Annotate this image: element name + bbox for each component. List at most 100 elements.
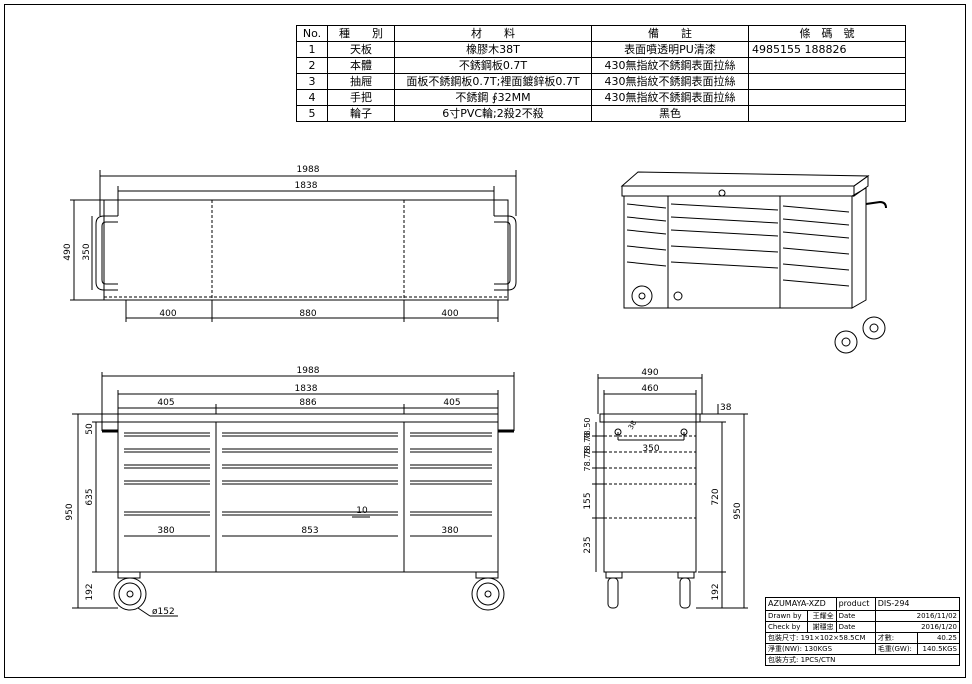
dim-side-handle-offset: 38 [627, 419, 638, 431]
left-handle-inner [101, 221, 118, 285]
dim-side-drawer-4: 155 [583, 492, 593, 509]
side-wheel [607, 577, 619, 609]
front-wheel-left [113, 577, 147, 611]
dim-side-top-text: 38 [720, 403, 732, 413]
top-view-outline [103, 199, 509, 301]
cell-remark: 黑色 [591, 105, 749, 122]
packing-method: 包裝方式: 1PCS/CTN [765, 654, 960, 666]
cell-barcode: 4985155 188826 [748, 41, 906, 58]
dim-gap-text: 10 [356, 506, 368, 516]
dim-top-overall: 1988 [297, 165, 320, 175]
dim-side-drawer-1: 78.50 [583, 418, 592, 441]
spec-row: 3 抽屜 面板不銹鋼板0.7T;裡面鍍鋅板0.7T 430無指紋不銹鋼表面拉絲 [296, 73, 906, 90]
left-handle [95, 215, 118, 291]
cuft-value: 40.25 [916, 632, 961, 644]
cell-barcode [748, 105, 906, 122]
iso-body-front [623, 195, 853, 309]
cuft-label: 才數: [874, 632, 918, 644]
front-wheel-right-hub [484, 590, 492, 598]
dim-side-inner-text: 460 [641, 384, 658, 394]
front-wheel-right-inner [476, 582, 500, 606]
spec-row: 4 手把 不銹鋼 ∮32MM 430無指紋不銹鋼表面拉絲 [296, 89, 906, 106]
iso-drawers-center [670, 203, 779, 269]
spec-header-row: No. 種 別 材 料 備 註 條 碼 號 [296, 25, 906, 42]
drawn-date-label: Date [835, 610, 876, 622]
dim-drawers-height: 635 [85, 488, 95, 505]
nw-value: 130KGS [804, 645, 833, 653]
net-weight: 淨重(NW): 130KGS [765, 643, 876, 655]
pack-size-label: 包裝尺寸: [768, 634, 799, 642]
drawn-date: 2016/11/02 [874, 610, 961, 622]
front-view: 1988 1838 405 886 405 380 853 380 10 50 … [65, 366, 515, 617]
wheel-size-label: ø152 [152, 607, 175, 617]
side-caster-mount [677, 571, 695, 579]
dim-drawer-center-text: 853 [301, 526, 318, 536]
wheel-leader [137, 607, 151, 617]
spec-table: No. 種 別 材 料 備 註 條 碼 號 1 天板 橡膠木38T 表面噴透明P… [296, 25, 906, 122]
iso-wheel [631, 285, 653, 307]
front-drawer-lines [124, 432, 492, 516]
pack-size: 包裝尺寸: 191×102×58.5CM [765, 632, 876, 644]
drawn-name: 王耀全 [807, 610, 837, 622]
dim-drawer-left-text: 380 [157, 526, 174, 536]
drawing-frame [4, 4, 966, 678]
dim-handle-height: 50 [85, 423, 95, 435]
header-type: 種 別 [327, 25, 395, 42]
iso-wheel-hub [869, 323, 879, 333]
spec-row: 1 天板 橡膠木38T 表面噴透明PU清漆 4985155 188826 [296, 41, 906, 58]
title-block: AZUMAYA-XZD product DIS-294 Drawn by 王耀全… [764, 597, 961, 666]
iso-body-side [851, 187, 867, 309]
dim-side-handle-text: 350 [642, 444, 659, 454]
dim-side-caster-text: 192 [711, 583, 721, 600]
top-view: 1988 1838 400 880 400 490 350 [63, 165, 517, 322]
iso-top-side [853, 175, 869, 197]
check-name: 謝穩忠 [807, 621, 837, 633]
dim-front-section-left: 405 [157, 398, 174, 408]
pack-size-value: 191×102×58.5CM [800, 634, 866, 642]
dim-top-depth: 490 [63, 243, 73, 260]
dim-front-overall-text: 1988 [297, 366, 320, 376]
dim-side-body-text: 720 [711, 488, 721, 505]
spec-row: 5 輪子 6寸PVC輪;2殺2不殺 黑色 [296, 105, 906, 122]
iso-side-handle [865, 200, 887, 209]
iso-wheel [673, 291, 683, 301]
company-name: AZUMAYA-XZD [765, 597, 837, 611]
cell-type: 手把 [327, 89, 395, 106]
side-body [603, 421, 697, 573]
product-label: product [835, 597, 876, 611]
dim-front-inner-text: 1838 [295, 384, 318, 394]
dim-side-drawer-2: 78.78 [583, 433, 592, 456]
dim-side-overall-text: 490 [641, 368, 658, 378]
pack-label: 包裝方式: [768, 656, 799, 664]
front-wheel-left-hub [126, 590, 134, 598]
dim-total-height: 950 [65, 503, 75, 520]
iso-top-surface [620, 171, 870, 187]
nw-label: 淨重(NW): [768, 645, 802, 653]
drawn-label: Drawn by [764, 610, 809, 622]
dim-drawer-right-text: 380 [441, 526, 458, 536]
right-handle-inner [494, 221, 511, 285]
dim-front-section-right: 405 [443, 398, 460, 408]
dim-side-drawer-3: 78.78 [583, 449, 592, 472]
iso-wheel-hub [638, 292, 646, 300]
dim-top-section-right: 400 [441, 309, 458, 319]
check-label: Check by [764, 621, 809, 633]
iso-wheel [834, 330, 858, 354]
side-view: 490 460 38 350 38 78.50 78.78 78.78 155 … [583, 368, 748, 609]
caster-mount [475, 571, 499, 579]
dim-side-total-text: 950 [733, 502, 743, 519]
iso-top-front [621, 185, 855, 197]
side-wheel [679, 577, 691, 609]
gw-label: 毛重(GW): [874, 643, 918, 655]
side-caster-mount [605, 571, 623, 579]
iso-wheel [862, 316, 886, 340]
cell-remark: 430無指紋不銹鋼表面拉絲 [591, 89, 749, 106]
iso-drawers-right [782, 205, 850, 287]
caster-mount [117, 571, 141, 579]
check-date: 2016/1/20 [874, 621, 961, 633]
dim-top-inner: 1838 [295, 181, 318, 191]
front-top-board [117, 413, 499, 423]
gw-value: 140.5KGS [916, 643, 961, 655]
dim-caster-height: 192 [85, 583, 95, 600]
